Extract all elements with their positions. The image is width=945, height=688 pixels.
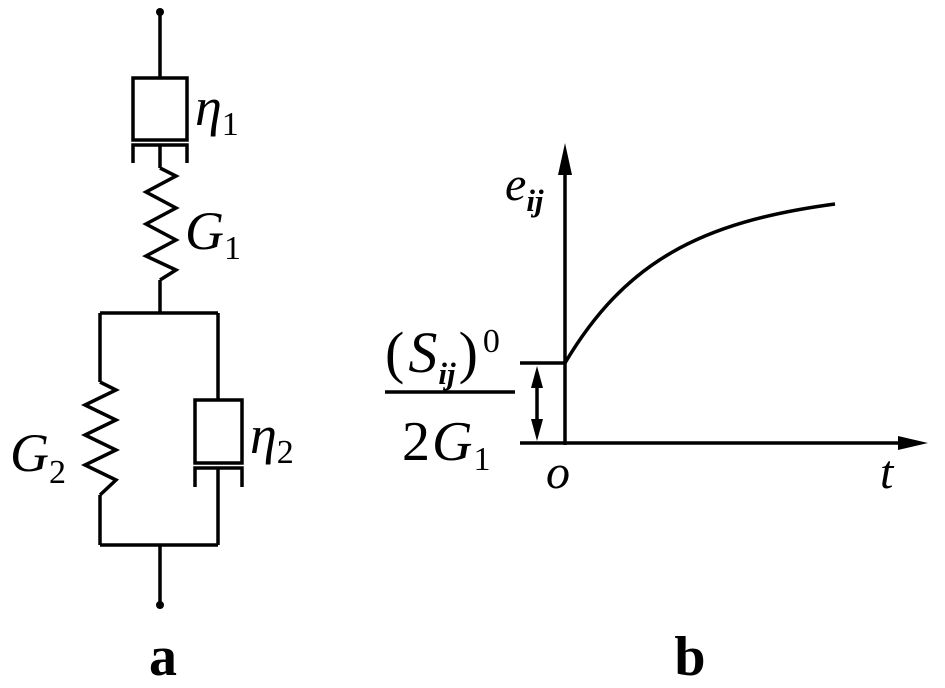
bottom-terminal-node (156, 601, 164, 609)
label-eta1: η1 (195, 77, 239, 143)
origin-label: o (546, 446, 570, 499)
numerator-close-paren: ) (459, 320, 478, 385)
label-g1: G1 (185, 201, 241, 267)
label-g2-symbol: G (10, 423, 49, 483)
caption-a: a (149, 626, 177, 688)
double-arrow-up-head (531, 366, 543, 388)
numerator-symbol: S (408, 320, 437, 385)
panel-a-model: η1 G1 G2 η2 a (10, 8, 294, 688)
caption-b: b (674, 626, 705, 688)
label-g1-subscript: 1 (224, 230, 241, 267)
spring-g2 (80, 380, 121, 497)
dashpot-eta1 (131, 76, 189, 168)
initial-strain-double-arrow (531, 366, 543, 441)
numerator-superscript: 0 (483, 323, 500, 360)
initial-strain-denominator: 2G1 (402, 411, 490, 478)
y-axis-label-symbol: e (505, 158, 526, 211)
double-arrow-down-head (531, 419, 543, 441)
label-eta2-symbol: η (250, 405, 277, 465)
dashpot-eta2-cylinder (193, 398, 244, 465)
panel-b-creep-plot: eij o t (Sij)0 2G1 b (385, 143, 928, 688)
dashpot-eta2 (193, 398, 244, 545)
label-eta1-subscript: 1 (222, 106, 239, 143)
denominator-coefficient: 2 (402, 411, 430, 473)
dashpot-eta1-cylinder (131, 76, 189, 142)
label-eta2-subscript: 2 (277, 434, 294, 471)
denominator-subscript: 1 (473, 441, 490, 478)
y-axis-label: eij (505, 158, 544, 218)
numerator-subscript: ij (438, 356, 456, 391)
y-axis-label-subscript: ij (526, 183, 544, 218)
label-g2: G2 (10, 423, 66, 491)
label-g1-symbol: G (185, 201, 224, 261)
creep-curve (563, 202, 836, 364)
label-eta2: η2 (250, 405, 294, 471)
label-eta1-symbol: η (195, 77, 222, 137)
y-axis-arrowhead (558, 143, 572, 175)
spring-g1 (142, 166, 180, 282)
x-axis-label: t (880, 446, 895, 499)
label-g2-subscript: 2 (49, 454, 66, 491)
x-axis-arrowhead (898, 436, 928, 450)
denominator-symbol: G (432, 411, 472, 473)
initial-strain-numerator: (Sij)0 (385, 320, 500, 391)
numerator-open-paren: ( (385, 320, 404, 385)
